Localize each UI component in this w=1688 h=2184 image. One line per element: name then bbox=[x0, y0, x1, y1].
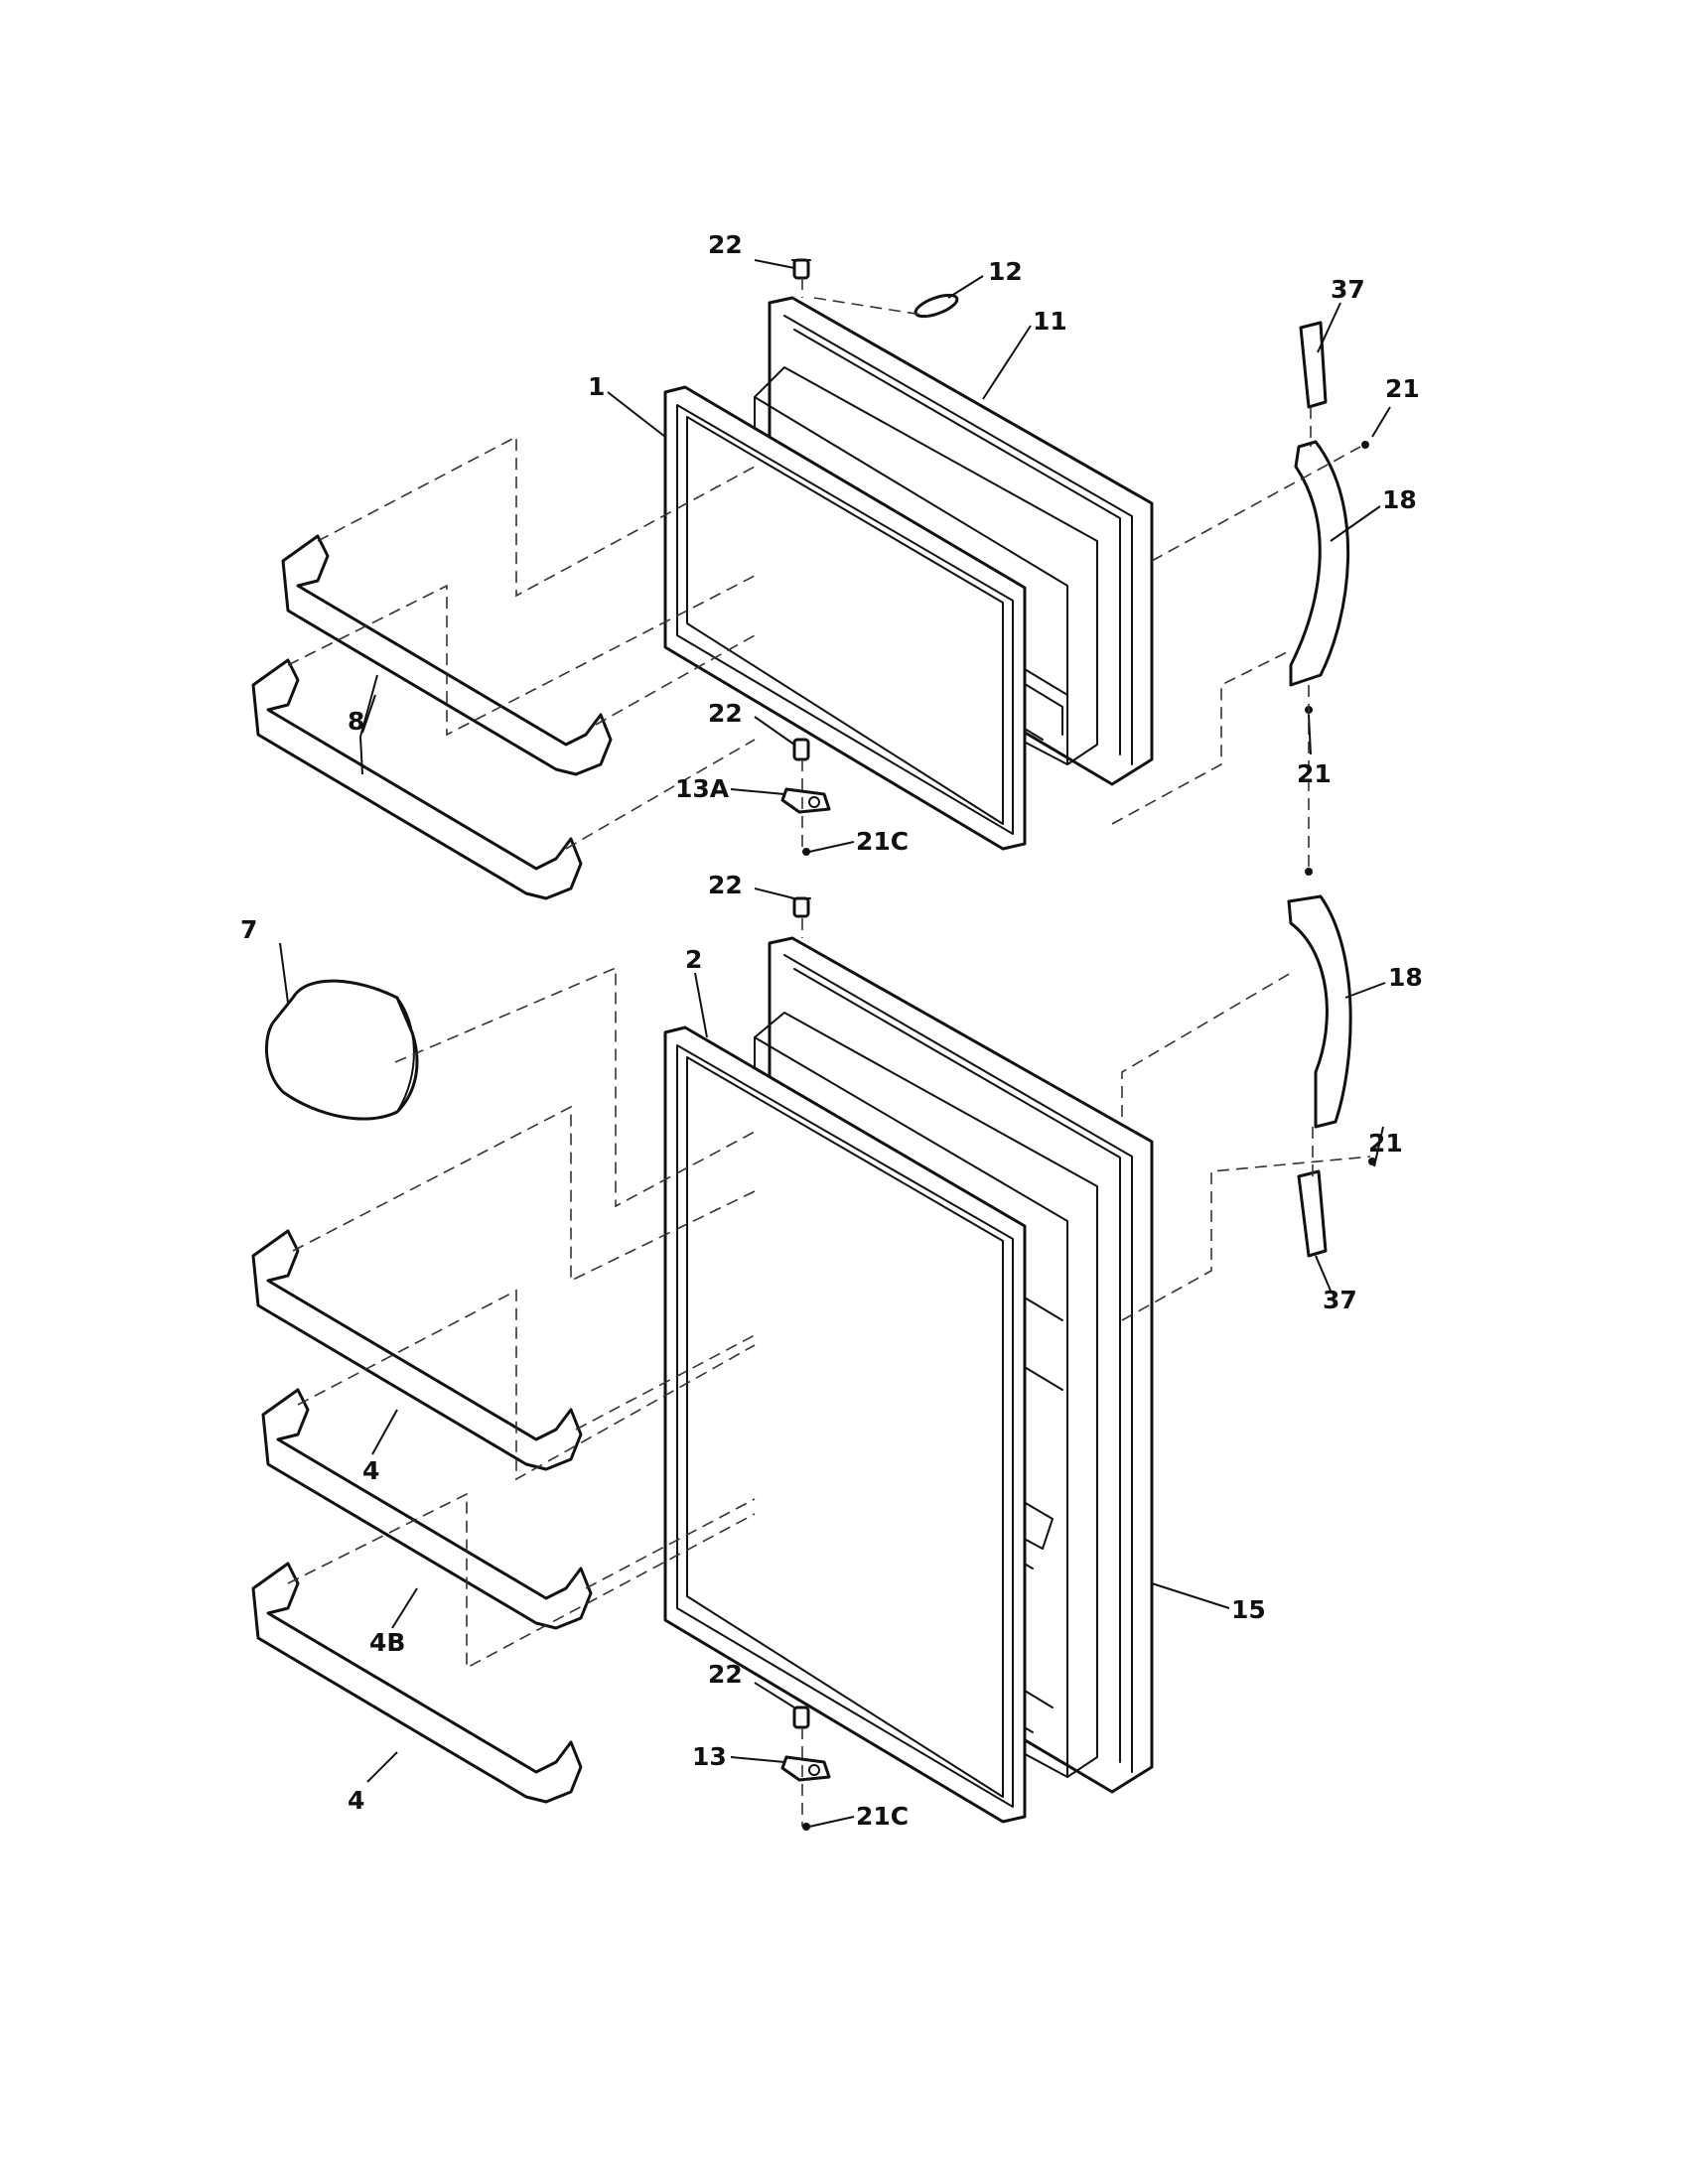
callout-21-c: 21 bbox=[1368, 1129, 1403, 1158]
callout-18-b: 18 bbox=[1388, 963, 1423, 992]
handle-cap-37-bottom bbox=[1297, 1169, 1328, 1258]
callout-22-c: 22 bbox=[708, 871, 743, 899]
callout-21c-a: 21C bbox=[856, 827, 909, 856]
door-shelf-4-upper bbox=[251, 1229, 583, 1471]
fresh-food-hinge-13 bbox=[780, 1755, 831, 1782]
callout-21c-b: 21C bbox=[856, 1802, 909, 1831]
fresh-food-door-gasket bbox=[663, 1025, 1027, 1824]
callout-13a: 13A bbox=[675, 774, 730, 803]
fresh-food-bottom-pin bbox=[792, 1706, 810, 1729]
callout-11: 11 bbox=[1033, 307, 1067, 336]
callout-37-b: 37 bbox=[1323, 1286, 1357, 1314]
callout-13: 13 bbox=[692, 1742, 727, 1771]
callout-2: 2 bbox=[685, 945, 702, 974]
handle-upper-assembly bbox=[1289, 321, 1369, 714]
door-shelf-4b bbox=[261, 1388, 593, 1630]
screw-21c-bottom bbox=[802, 1823, 810, 1831]
callout-leaders bbox=[279, 259, 1391, 1828]
callout-37-a: 37 bbox=[1331, 275, 1365, 304]
callout-4-a: 4 bbox=[362, 1456, 379, 1485]
door-shelf-4-lower bbox=[251, 1562, 583, 1804]
freezer-hinge-13a bbox=[780, 787, 831, 814]
screw-21c-top bbox=[802, 848, 810, 856]
callout-7: 7 bbox=[240, 915, 257, 944]
freezer-top-pin bbox=[791, 258, 811, 280]
callout-4-b: 4 bbox=[348, 1786, 364, 1815]
freezer-door-assembly bbox=[663, 258, 1154, 856]
callout-1: 1 bbox=[588, 372, 605, 401]
freezer-bottom-pin bbox=[792, 738, 810, 761]
fresh-food-door-assembly bbox=[663, 896, 1154, 1831]
handle-lower-assembly bbox=[1287, 868, 1376, 1258]
handle-18-upper bbox=[1289, 440, 1350, 687]
screw-21-a bbox=[1361, 441, 1369, 449]
callout-18-a: 18 bbox=[1382, 485, 1417, 514]
screw-21-c bbox=[1305, 868, 1313, 876]
door-shelf-8-lower bbox=[251, 658, 583, 900]
handle-18-lower bbox=[1287, 894, 1352, 1129]
callout-21-a: 21 bbox=[1385, 374, 1420, 403]
callout-22-a: 22 bbox=[708, 230, 743, 259]
handle-cap-37-top bbox=[1299, 321, 1328, 409]
callout-12: 12 bbox=[988, 257, 1023, 286]
fresh-food-top-pin bbox=[791, 896, 811, 918]
callout-4b: 4B bbox=[369, 1628, 405, 1657]
door-shelf-8-upper bbox=[281, 534, 613, 776]
dairy-compartment bbox=[264, 979, 419, 1121]
callout-15: 15 bbox=[1231, 1595, 1266, 1624]
assembly-lines bbox=[287, 278, 1371, 1827]
callout-8: 8 bbox=[348, 707, 364, 736]
freezer-door-gasket bbox=[663, 385, 1027, 851]
callout-21-b: 21 bbox=[1297, 759, 1332, 788]
callout-labels: 22 12 11 1 8 22 13A 21C 22 2 7 37 21 18 … bbox=[240, 230, 1423, 1831]
callout-22-d: 22 bbox=[708, 1660, 743, 1689]
callout-22-b: 22 bbox=[708, 699, 743, 728]
